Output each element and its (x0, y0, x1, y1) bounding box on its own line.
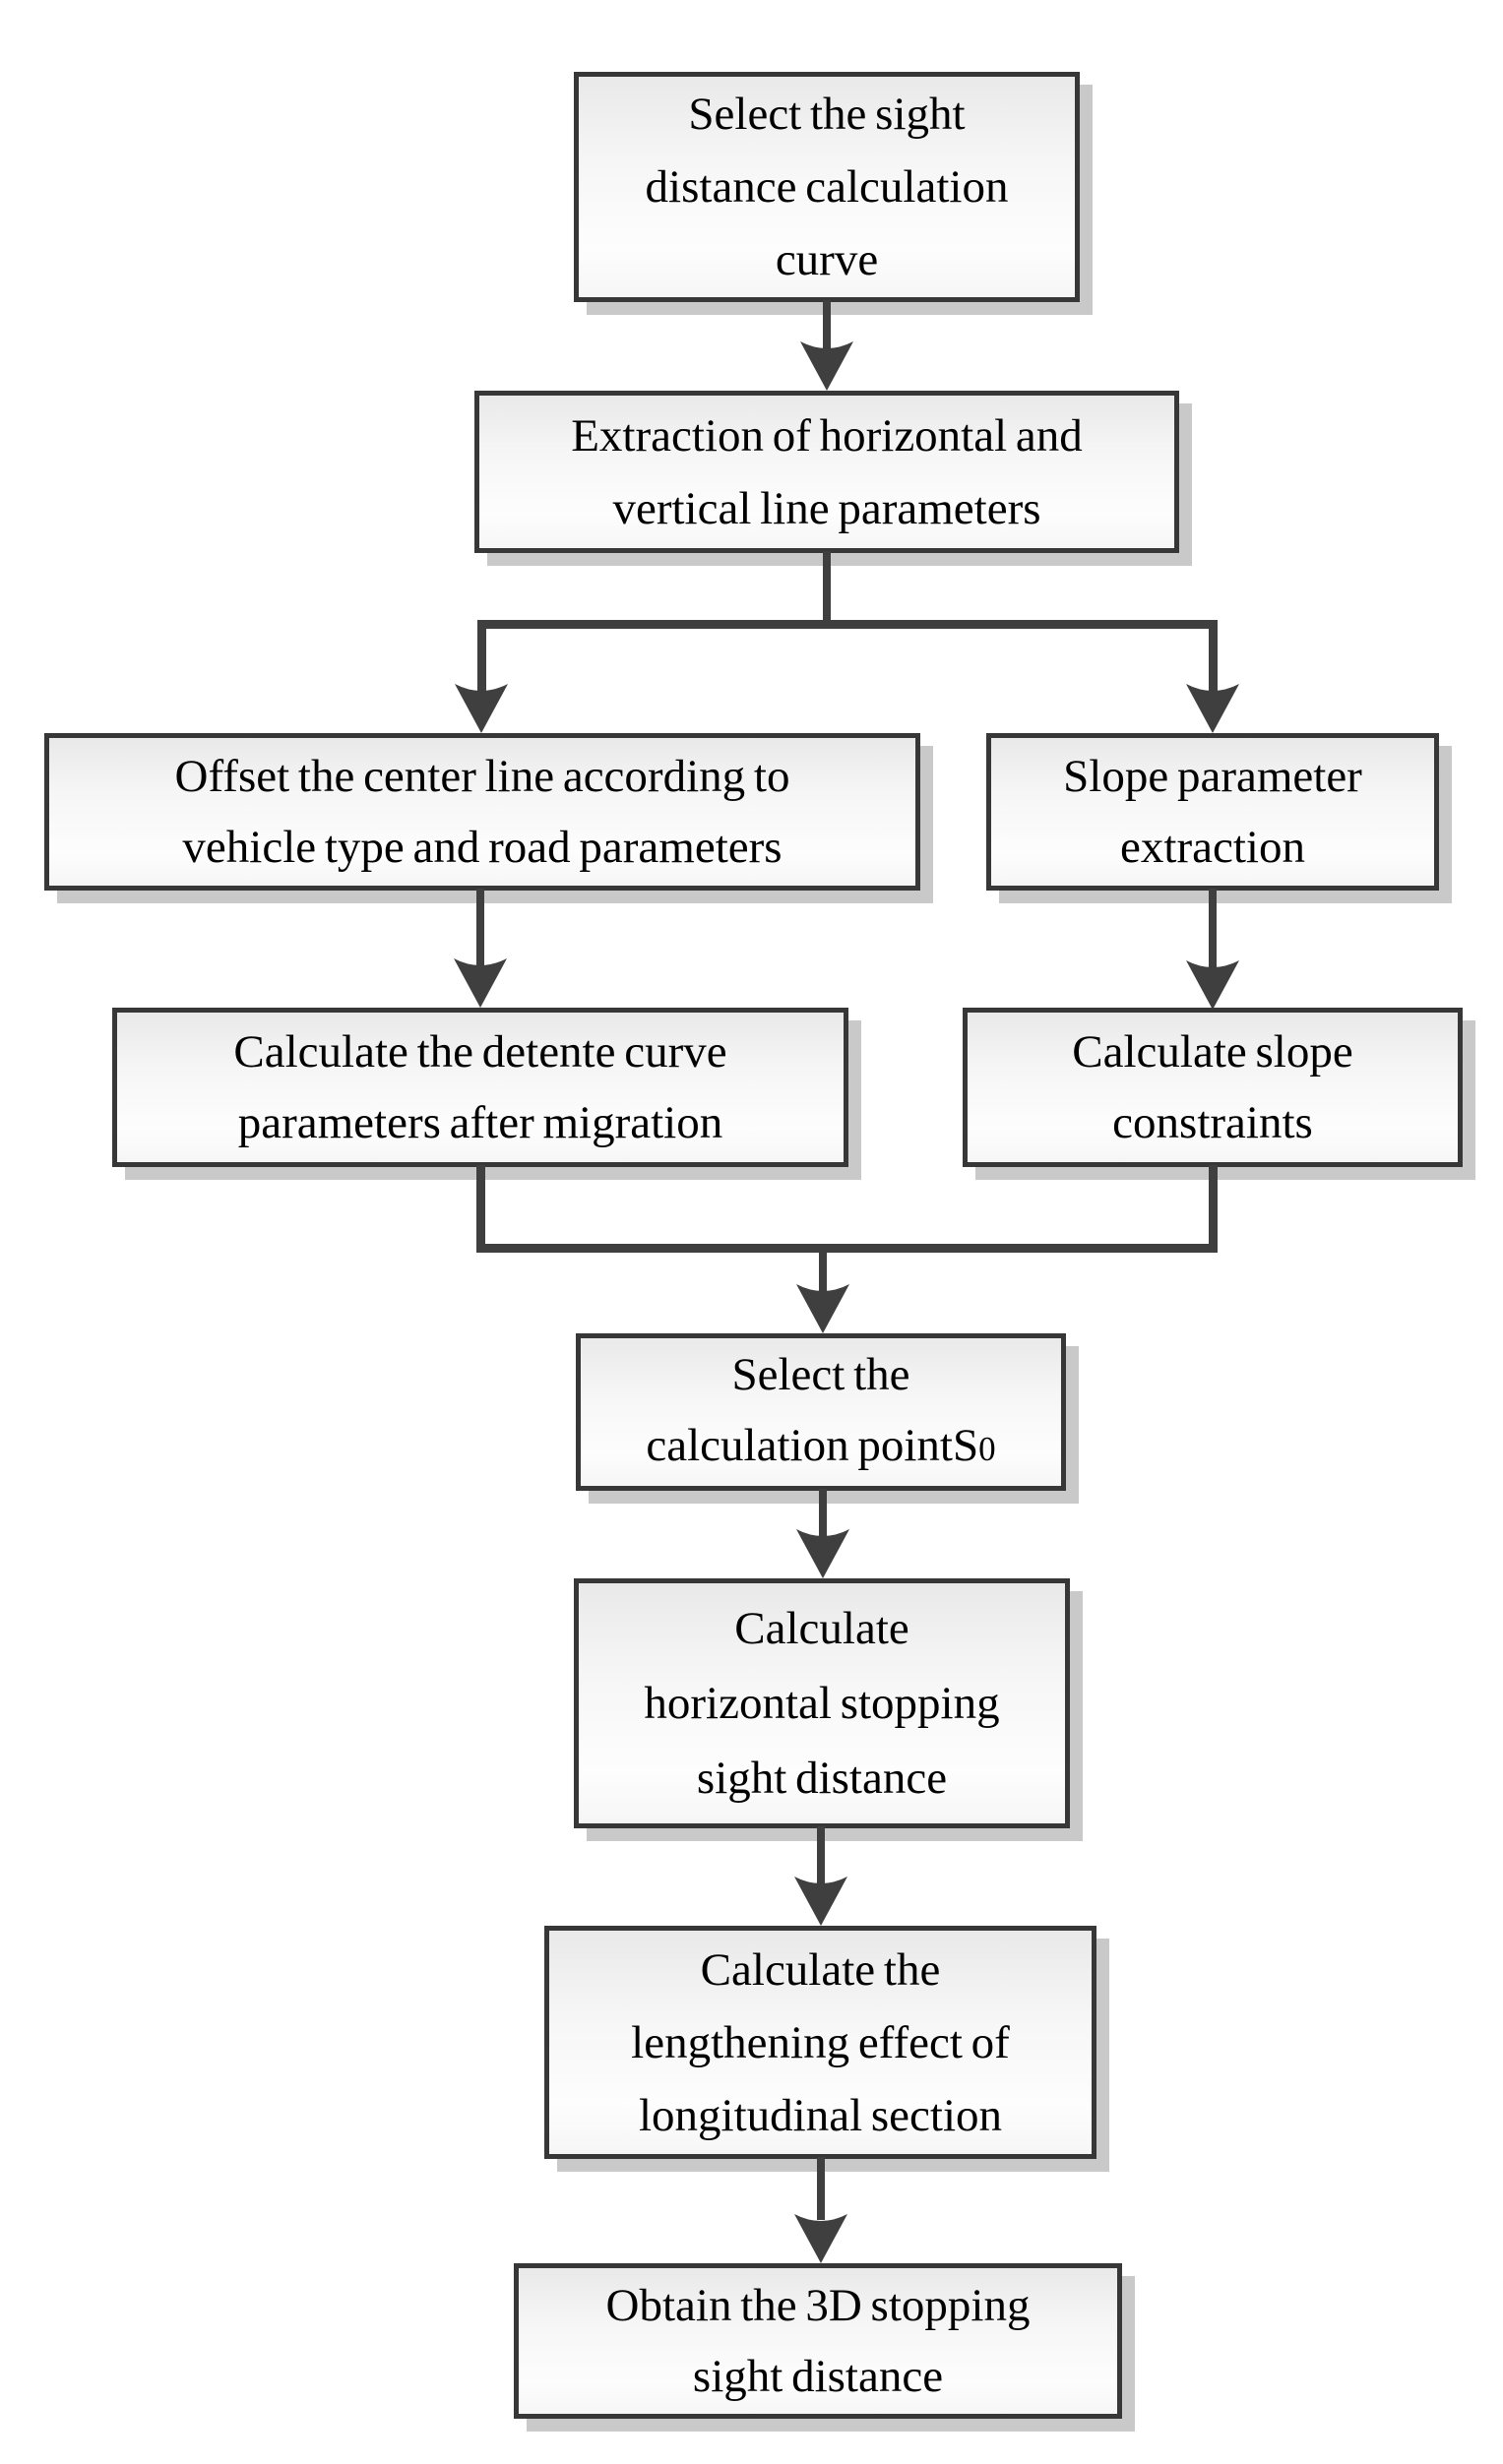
node-horizontal-stopping-sight-distance: Calculate horizontal stopping sight dist… (574, 1578, 1070, 1828)
node-text-line: Offset the center line according to (174, 751, 790, 802)
split-bar (477, 620, 1218, 629)
arrowhead-slope-to-constraints (1186, 960, 1239, 1010)
arrowhead-horizontal-to-lengthening (794, 1877, 847, 1926)
node-text-line: Select the (731, 1349, 910, 1400)
node-text-line: Calculate the (700, 1943, 941, 1996)
node-obtain-3d-stopping-sight-distance: Obtain the 3D stopping sight distance (514, 2263, 1122, 2419)
node-text-line: Calculate the detente curve (233, 1026, 727, 1078)
arrowhead-point-to-horizontal (796, 1529, 849, 1578)
node-text-line: distance calculation (645, 161, 1009, 213)
node-detente-curve-parameters: Calculate the detente curve parameters a… (112, 1008, 848, 1167)
split-arm-left (477, 620, 486, 692)
arrow-stem-slope-to-constraints (1209, 889, 1217, 967)
arrow-stem-point-to-horizontal (819, 1489, 827, 1536)
arrowhead-to-select-point (796, 1284, 849, 1333)
node-text-line: extraction (1120, 822, 1305, 873)
arrow-stem-offset-to-detente (476, 889, 484, 965)
node-text-line: Extraction of horizontal and (571, 409, 1083, 462)
merge-stem-left (476, 1165, 485, 1253)
merge-bar (476, 1244, 1218, 1253)
split-stem (823, 551, 831, 626)
node-lengthening-effect: Calculate the lengthening effect of long… (544, 1926, 1096, 2159)
node-text-segment: calculation pointS (646, 1420, 979, 1471)
node-text-line: vehicle type and road parameters (182, 822, 783, 873)
node-text-line: calculation pointS0 (646, 1410, 995, 1485)
node-select-sight-curve: Select the sight distance calculation cu… (574, 72, 1080, 302)
node-text-line: horizontal stopping (644, 1678, 1000, 1729)
node-slope-constraints: Calculate slope constraints (963, 1008, 1463, 1167)
arrowhead-to-offset-centerline (455, 684, 508, 733)
merge-center-stem (819, 1244, 827, 1293)
node-text-line: Slope parameter (1063, 751, 1362, 802)
node-select-calculation-point: Select the calculation pointS0 (576, 1333, 1066, 1491)
node-text-line: Select the sight (688, 89, 966, 140)
arrow-stem-lengthening-to-obtain (817, 2157, 825, 2220)
split-arm-right (1209, 620, 1218, 692)
node-text-line: constraints (1112, 1097, 1313, 1148)
node-text-line: Calculate (734, 1603, 909, 1654)
node-text-line: curve (775, 234, 879, 285)
node-text-line: Calculate slope (1072, 1026, 1353, 1078)
point-s0-subscript: 0 (978, 1430, 996, 1468)
arrowhead-offset-to-detente (454, 958, 507, 1008)
node-offset-centerline: Offset the center line according to vehi… (44, 733, 920, 891)
arrowhead-lengthening-to-obtain (794, 2214, 847, 2263)
node-slope-parameter-extraction: Slope parameter extraction (986, 733, 1439, 891)
arrowhead-to-slope-extraction (1186, 684, 1239, 733)
node-extract-line-parameters: Extraction of horizontal and vertical li… (474, 391, 1179, 553)
merge-stem-right (1209, 1165, 1218, 1253)
node-text-line: longitudinal section (638, 2089, 1003, 2141)
arrow-stem-select-to-extract (823, 300, 831, 351)
node-text-line: vertical line parameters (612, 482, 1041, 534)
node-text-line: sight distance (692, 2351, 944, 2402)
arrow-stem-horizontal-to-lengthening (817, 1826, 825, 1883)
arrowhead-select-to-extract (800, 341, 853, 391)
node-text-line: sight distance (696, 1753, 948, 1804)
node-text-line: parameters after migration (237, 1097, 723, 1148)
node-text-line: lengthening effect of (631, 2016, 1010, 2068)
node-text-line: Obtain the 3D stopping (605, 2280, 1031, 2331)
